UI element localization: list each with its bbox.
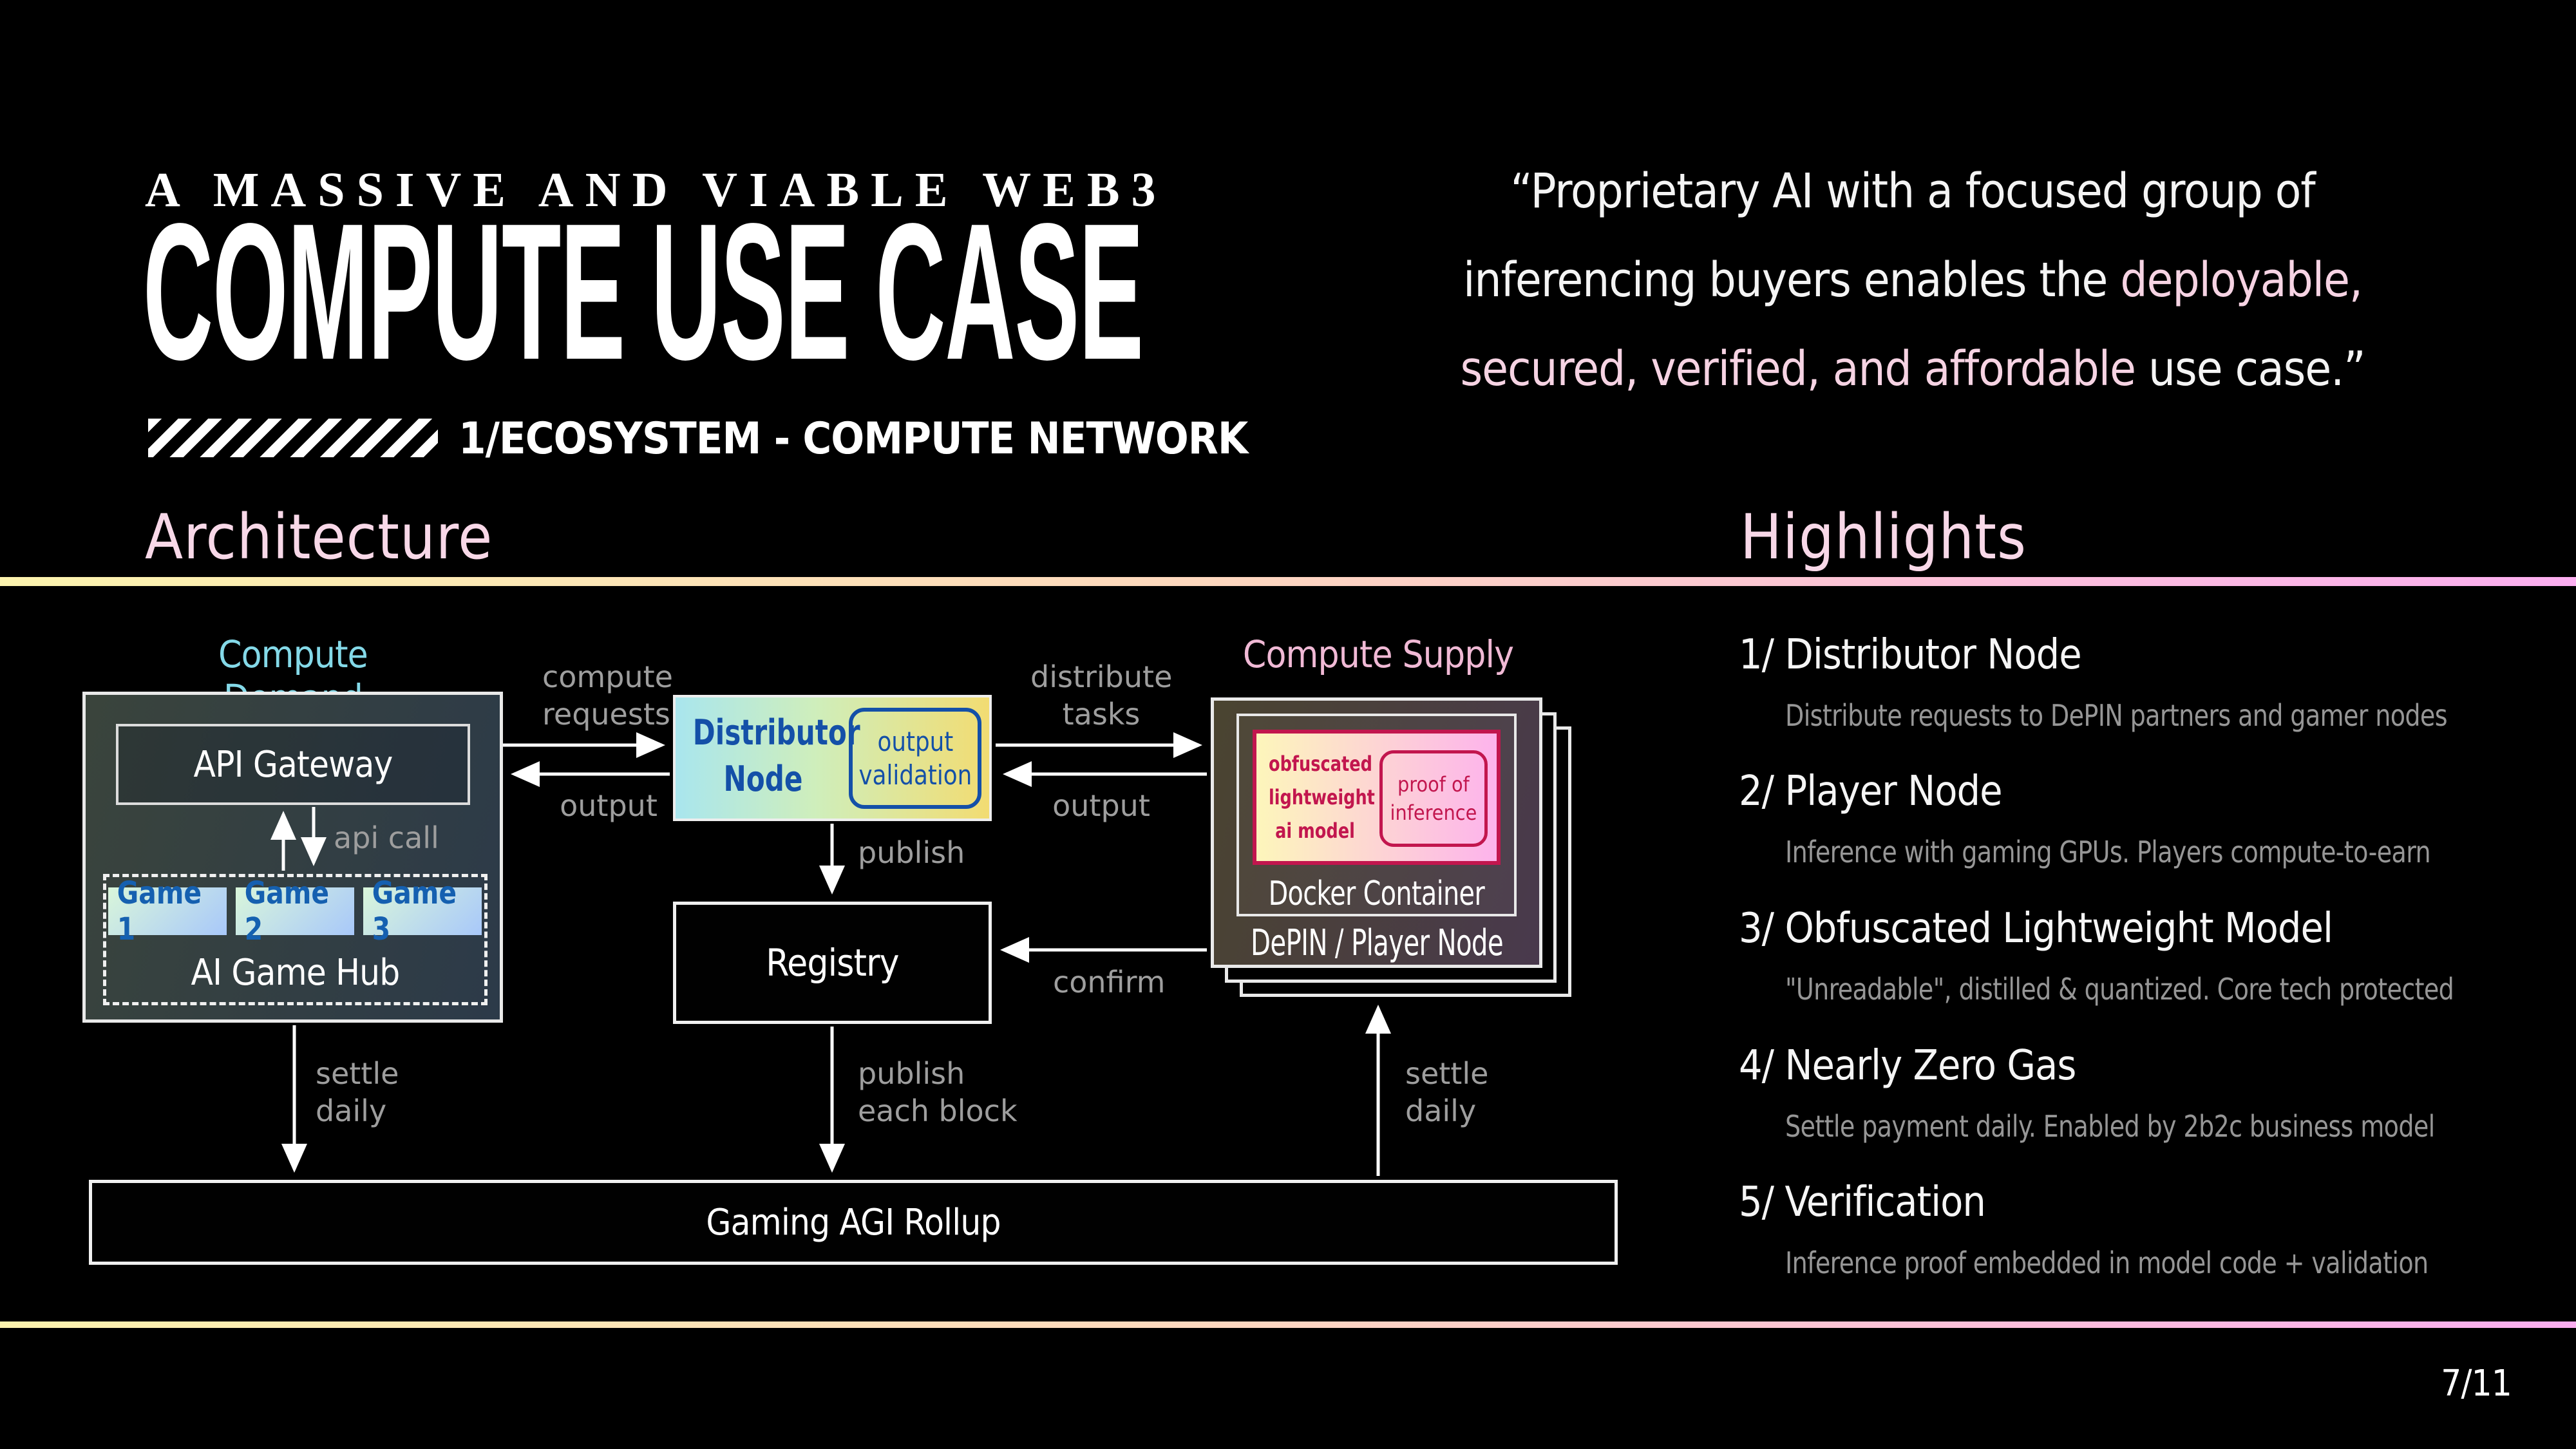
label-output-left: output: [560, 788, 658, 823]
highlight-1-desc: Distribute requests to DePIN partners an…: [1785, 698, 2448, 733]
highlight-2-title: 2/ Player Node: [1739, 768, 2003, 815]
label-compute-requests: compute requests: [542, 659, 673, 732]
depin-player-node-label: DePIN / Player Node: [1250, 922, 1503, 964]
output-validation-box: output validation: [849, 708, 981, 809]
label-settle-daily-left: settle daily: [316, 1056, 399, 1128]
highlight-5-desc: Inference proof embedded in model code +…: [1785, 1245, 2429, 1280]
gaming-agi-rollup-box: Gaming AGI Rollup: [89, 1180, 1618, 1265]
registry-box: Registry: [673, 902, 992, 1024]
label-distribute-tasks: distribute tasks: [1030, 659, 1173, 732]
game-2-button: Game 2: [236, 875, 354, 947]
label-settle-daily-right: settle daily: [1405, 1056, 1489, 1128]
label-publish-each-block: publish each block: [858, 1056, 1018, 1128]
label-api-call: api call: [334, 820, 439, 855]
compute-demand-box: [82, 692, 503, 1023]
compute-supply-label: Compute Supply: [1242, 632, 1514, 676]
quote-line-3: secured, verified, and affordable use ca…: [1460, 341, 2366, 397]
label-publish: publish: [858, 835, 965, 870]
divider-top: [0, 577, 2576, 586]
highlight-3-desc: "Unreadable", distilled & quantized. Cor…: [1785, 972, 2454, 1007]
page-number: 7/11: [2441, 1363, 2512, 1405]
quote-line-1: “Proprietary AI with a focused group of: [1510, 164, 2315, 219]
label-confirm: confirm: [1053, 965, 1166, 999]
highlight-3-title: 3/ Obfuscated Lightweight Model: [1739, 905, 2333, 952]
section-highlights: Highlights: [1740, 501, 2027, 573]
distributor-node-title: Distributor Node: [692, 712, 860, 799]
page-title: COMPUTE USE CASE: [143, 183, 1144, 400]
docker-container-label: Docker Container: [1268, 875, 1485, 913]
divider-bottom: [0, 1321, 2576, 1328]
ai-game-hub-box: [103, 874, 488, 1005]
highlight-5-title: 5/ Verification: [1739, 1179, 1986, 1226]
game-1-button: Game 1: [108, 875, 227, 947]
proof-of-inference-box: proof of inference: [1379, 750, 1488, 847]
highlight-1-title: 1/ Distributor Node: [1739, 631, 2082, 679]
distributor-node-box: [673, 695, 992, 821]
highlight-4-desc: Settle payment daily. Enabled by 2b2c bu…: [1785, 1109, 2435, 1144]
section-architecture: Architecture: [145, 501, 493, 573]
label-output-right: output: [1052, 788, 1150, 823]
quote: “Proprietary AI with a focused group of …: [1282, 147, 2544, 413]
ai-game-hub-label: AI Game Hub: [191, 952, 401, 994]
subtitle: 1/ECOSYSTEM - COMPUTE NETWORK: [459, 413, 1248, 464]
obfuscated-model-label: obfuscated lightweight ai model: [1269, 752, 1375, 843]
api-gateway-box: API Gateway: [116, 724, 470, 805]
game-3-button: Game 3: [363, 875, 482, 947]
docker-container-box: [1236, 714, 1517, 916]
eyebrow-title: A MASSIVE AND VIABLE WEB3: [145, 163, 1168, 217]
highlight-4-title: 4/ Nearly Zero Gas: [1739, 1042, 2076, 1090]
highlight-2-desc: Inference with gaming GPUs. Players comp…: [1785, 835, 2431, 869]
hatch-bar: [148, 419, 438, 457]
quote-line-2: inferencing buyers enables the deployabl…: [1463, 252, 2363, 308]
